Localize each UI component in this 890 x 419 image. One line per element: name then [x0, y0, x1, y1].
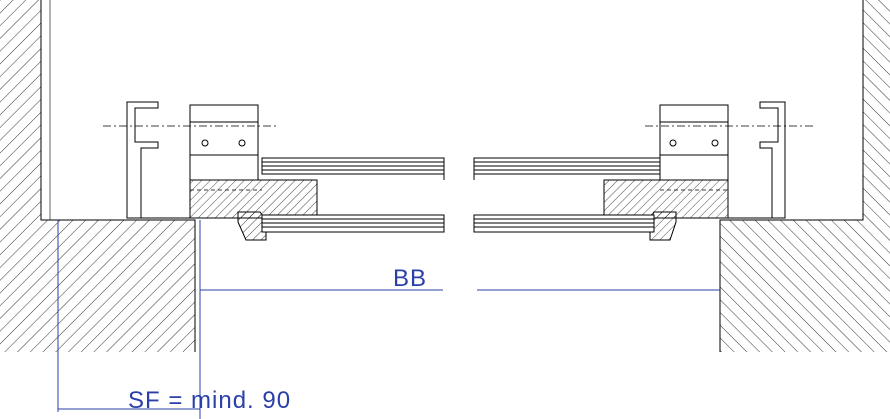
dimension-bb: BB: [199, 220, 720, 419]
left-frame: [103, 101, 318, 241]
right-clip: [659, 104, 729, 181]
upper-panel-right: [473, 157, 661, 175]
lower-panel-left: [261, 214, 445, 233]
right-wall: [719, 0, 890, 352]
dimension-bb-label: BB: [393, 265, 427, 292]
upper-panel-left: [261, 157, 445, 175]
left-wall: [0, 0, 196, 352]
dimension-sf: SF = mind. 90: [57, 220, 291, 414]
left-clip: [189, 104, 259, 181]
dimension-sf-label: SF = mind. 90: [128, 387, 291, 414]
right-frame: [603, 101, 815, 241]
lower-panel-right: [473, 214, 655, 233]
